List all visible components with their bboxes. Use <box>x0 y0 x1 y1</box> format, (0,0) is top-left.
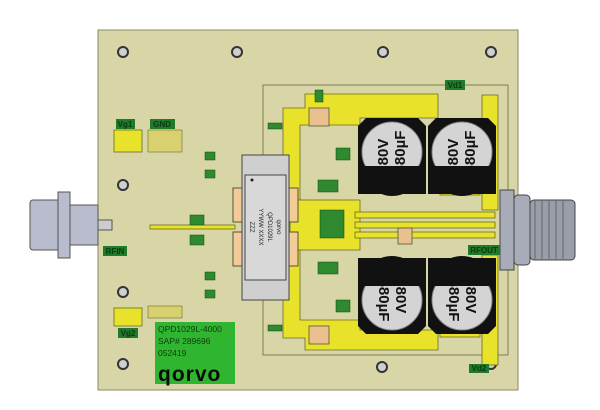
gnd-pads <box>147 129 183 319</box>
mounting-hole <box>376 361 388 373</box>
mounting-hole <box>117 286 129 298</box>
transistor: qorvo QPD1029L YYWW XXXX ZZZ <box>232 154 299 301</box>
label-vg1: Vg1 <box>118 120 133 129</box>
transistor-date-code: YYWW XXXX <box>257 208 263 245</box>
mounting-hole <box>485 46 497 58</box>
capacitor-top-left: 80V 680µF <box>358 118 426 196</box>
rf-output-connector <box>499 189 576 271</box>
capacitor-voltage: 80V <box>445 139 462 166</box>
transistor-lot-code: ZZZ <box>248 222 254 233</box>
smd-components <box>189 89 351 332</box>
sap-number: SAP# 289696 <box>158 336 211 346</box>
mounting-hole <box>117 46 129 58</box>
rf-input-connector <box>29 191 113 259</box>
transistor-brand: qorvo <box>275 219 281 235</box>
part-label-block: QPD1029L-4000 SAP# 289696 052419 qorvo <box>155 322 235 386</box>
label-rfout: RFOUT <box>470 246 498 255</box>
inductors <box>308 107 413 345</box>
capacitor-bottom-left: 80V 680µF <box>358 256 426 334</box>
capacitor-voltage: 80V <box>392 287 409 314</box>
transistor-part: QPD1029L <box>266 212 272 242</box>
capacitor-value: 680µF <box>445 279 462 322</box>
label-vg2: Vg2 <box>121 329 136 338</box>
capacitor-voltage: 80V <box>375 139 392 166</box>
label-vd2: Vd2 <box>472 364 487 373</box>
mounting-hole <box>231 46 243 58</box>
capacitor-bottom-right: 80V 680µF <box>428 256 496 334</box>
label-rfin: RFIN <box>106 247 125 256</box>
mounting-hole <box>117 179 129 191</box>
part-number: QPD1029L-4000 <box>158 324 222 334</box>
capacitor-value: 680µF <box>375 279 392 322</box>
mounting-hole <box>117 358 129 370</box>
label-vd1: Vd1 <box>448 81 463 90</box>
mounting-hole <box>377 46 389 58</box>
capacitor-voltage: 80V <box>462 287 479 314</box>
capacitor-value: 680µF <box>462 131 479 174</box>
date-code: 052419 <box>158 348 187 358</box>
label-gnd: GND <box>153 120 171 129</box>
pin-labels: Vg1 GND Vd1 RFIN Vg2 RFOUT Vd2 <box>103 80 500 373</box>
qorvo-logo: qorvo <box>158 363 221 386</box>
capacitor-value: 680µF <box>392 131 409 174</box>
capacitor-top-right: 80V 680µF <box>428 118 496 196</box>
